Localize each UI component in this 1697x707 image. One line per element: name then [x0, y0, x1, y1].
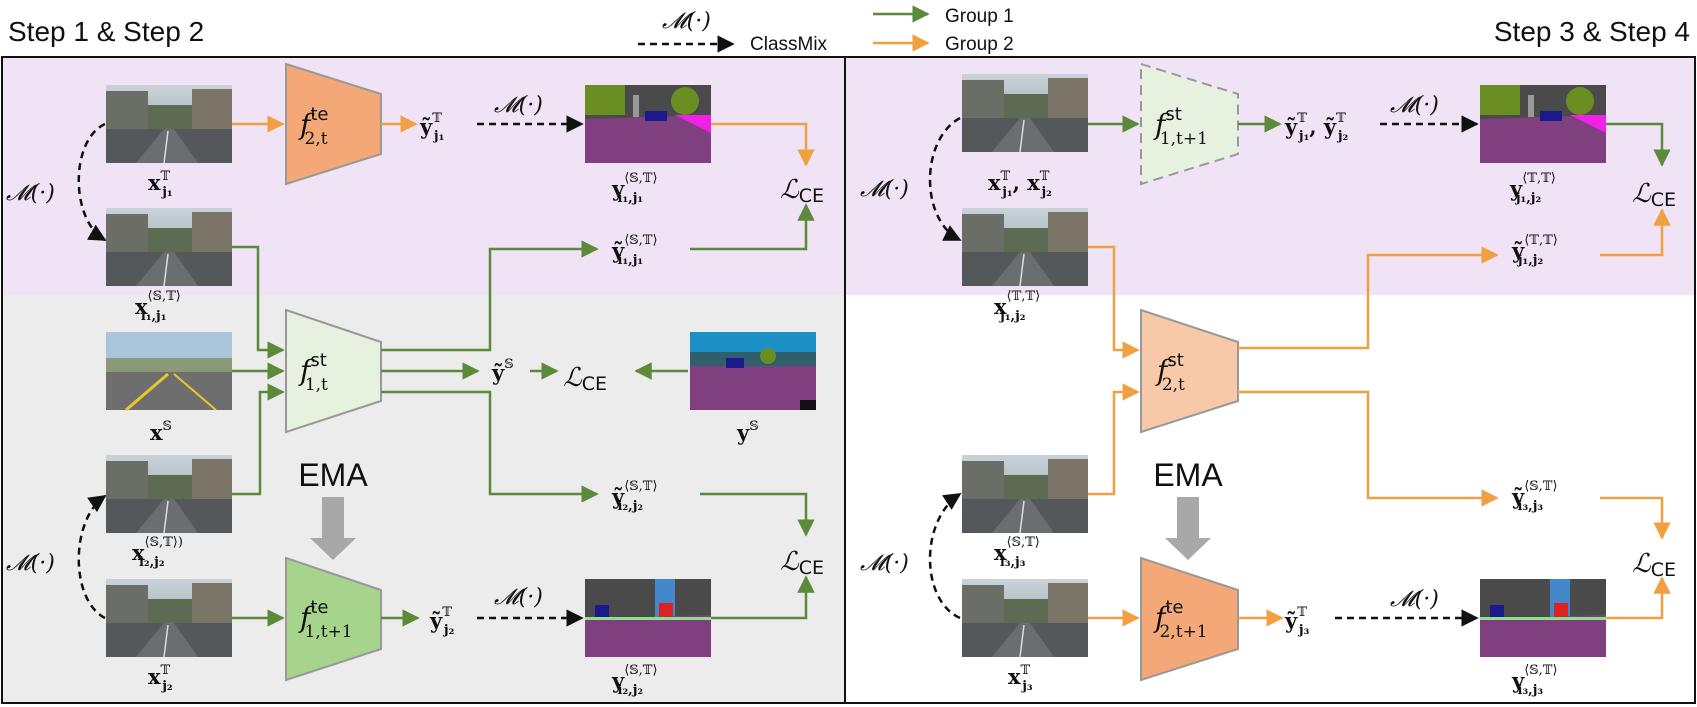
classmix-symbol-right-bottom-output: 𝓜(·) — [1390, 587, 1439, 612]
label-yt-j1j2-mix: ỹ⟨𝕋,𝕋⟩j₁,j₂ — [1511, 233, 1558, 268]
label-y-i2j2: y⟨𝕊,𝕋⟩i₂,j₂ — [611, 663, 658, 698]
loss-left-bottom: ℒCE — [780, 547, 824, 579]
network-f-te-2t1 — [1140, 556, 1239, 682]
image-y-i2j2 — [585, 579, 711, 657]
arrow-yt-i2j2-to-loss — [700, 492, 815, 537]
classmix-symbol-right-top: 𝓜(·) — [860, 177, 909, 202]
image-y-j1j2 — [1480, 85, 1606, 163]
arrow-fst-to-yt-i2j2 — [381, 390, 599, 503]
loss-left-top: ℒCE — [780, 175, 824, 207]
legend-classmix-symbol: 𝓜(·) — [662, 9, 711, 34]
ema-arrow-left — [310, 497, 356, 560]
image-y-i3j3 — [1480, 579, 1606, 657]
legend: 𝓜(·) ClassMix Group 1 Group 2 — [638, 5, 1014, 55]
network-f-st-2t — [1140, 308, 1239, 434]
image-x-j1j2-mixed — [961, 207, 1089, 287]
left-panel-title: Step 1 & Step 2 — [8, 16, 204, 47]
arrow-fst-to-yt-i3j3 — [1238, 390, 1499, 507]
image-x-i2j2-mixed — [105, 454, 233, 534]
network-f-st-1t1 — [1140, 62, 1239, 186]
arrow-x-j1j2-mix-to-fst — [1088, 245, 1140, 359]
image-x-j3 — [961, 578, 1089, 658]
label-yt-i2j2: ỹ⟨𝕊,𝕋⟩i₂,j₂ — [611, 479, 658, 514]
legend-group2-label: Group 2 — [945, 34, 1014, 55]
image-x-j1 — [105, 84, 233, 164]
arrow-y-i3j3-to-loss — [1606, 576, 1671, 620]
image-x-i1j1-mixed — [105, 207, 233, 287]
arrow-fst-to-yt-j1j2-mix — [1238, 246, 1499, 350]
arrow-y-i1j1-to-loss — [711, 122, 815, 167]
arrow-classmix-right-bottom — [928, 492, 962, 620]
label-x-i3j3: x⟨𝕊,𝕋⟩i₃,j₃ — [994, 535, 1040, 570]
classmix-symbol-right-bottom: 𝓜(·) — [860, 551, 909, 576]
arrow-x-i2j2-to-fst — [232, 383, 285, 496]
label-x-i2j2: x⟨𝕊,𝕋⟩)i₂,j₂ — [132, 535, 183, 570]
arrow-classmix-left-bottom — [77, 494, 107, 620]
right-panel-title: Step 3 & Step 4 — [1494, 16, 1690, 47]
arrow-x-i1j1-to-fst — [232, 245, 285, 359]
label-x-source: x𝕊 — [150, 419, 172, 445]
ema-label-left: EMA — [298, 457, 368, 493]
network-f-te-2t — [285, 62, 382, 186]
arrow-classmix-right-top — [928, 116, 962, 242]
label-yt-i3j3: ỹ⟨𝕊,𝕋⟩i₃,j₃ — [1511, 479, 1558, 514]
network-f-te-1t1 — [285, 556, 382, 682]
image-x-j2 — [105, 578, 233, 658]
label-yt-source: ỹ𝕊 — [491, 357, 514, 385]
arrow-x-i3j3-to-fst — [1088, 383, 1140, 496]
image-x-i3j3-mixed — [961, 454, 1089, 534]
loss-right-top: ℒCE — [1632, 179, 1676, 211]
label-y-source: y𝕊 — [736, 419, 759, 445]
right-panel-frame — [844, 56, 1696, 704]
ema-label-right: EMA — [1153, 457, 1223, 493]
loss-right-bottom: ℒCE — [1632, 549, 1676, 581]
classmix-symbol-left-bottom: 𝓜(·) — [6, 551, 55, 576]
image-x-source — [104, 330, 234, 412]
arrow-fst-to-yt-i1j1 — [381, 240, 599, 352]
classmix-symbol-left-top-output: 𝓜(·) — [494, 93, 543, 118]
label-y-j1j2: y⟨𝕋,𝕋⟩j₁,j₂ — [1509, 171, 1556, 206]
label-y-i3j3: y⟨𝕊,𝕋⟩i₃,j₃ — [1511, 663, 1558, 698]
label-yt-i1j1: ỹ⟨𝕊,𝕋⟩i₁,j₁ — [611, 233, 658, 268]
legend-group1-label: Group 1 — [945, 6, 1014, 27]
image-x-j1-j2 — [961, 73, 1089, 153]
arrow-classmix-left-top — [77, 122, 107, 242]
arrow-yt-i3j3-to-loss — [1600, 496, 1671, 540]
arrow-y-j1j2-to-loss — [1606, 122, 1671, 167]
arrow-yt-j1j2-mix-to-loss — [1600, 208, 1671, 257]
network-f-st-1t — [285, 308, 382, 434]
classmix-symbol-right-top-output: 𝓜(·) — [1390, 93, 1439, 118]
legend-classmix-label: ClassMix — [750, 34, 828, 55]
ema-arrow-right — [1165, 497, 1211, 560]
label-x-i1j1: x⟨𝕊,𝕋⟩i₁,j₁ — [135, 289, 181, 324]
loss-left-middle: ℒCE — [563, 363, 607, 395]
classmix-symbol-left-bottom-output: 𝓜(·) — [494, 585, 543, 610]
arrow-y-i2j2-to-loss — [711, 575, 815, 620]
label-x-j1j2-mix: x⟨𝕋,𝕋⟩j₁,j₂ — [994, 289, 1040, 324]
image-y-i1j1 — [585, 85, 711, 163]
image-y-source — [690, 332, 816, 410]
arrow-yt-i1j1-to-loss — [690, 203, 815, 251]
classmix-symbol-left-top: 𝓜(·) — [6, 181, 55, 206]
label-y-i1j1: y⟨𝕊,𝕋⟩i₁,j₁ — [611, 171, 658, 206]
